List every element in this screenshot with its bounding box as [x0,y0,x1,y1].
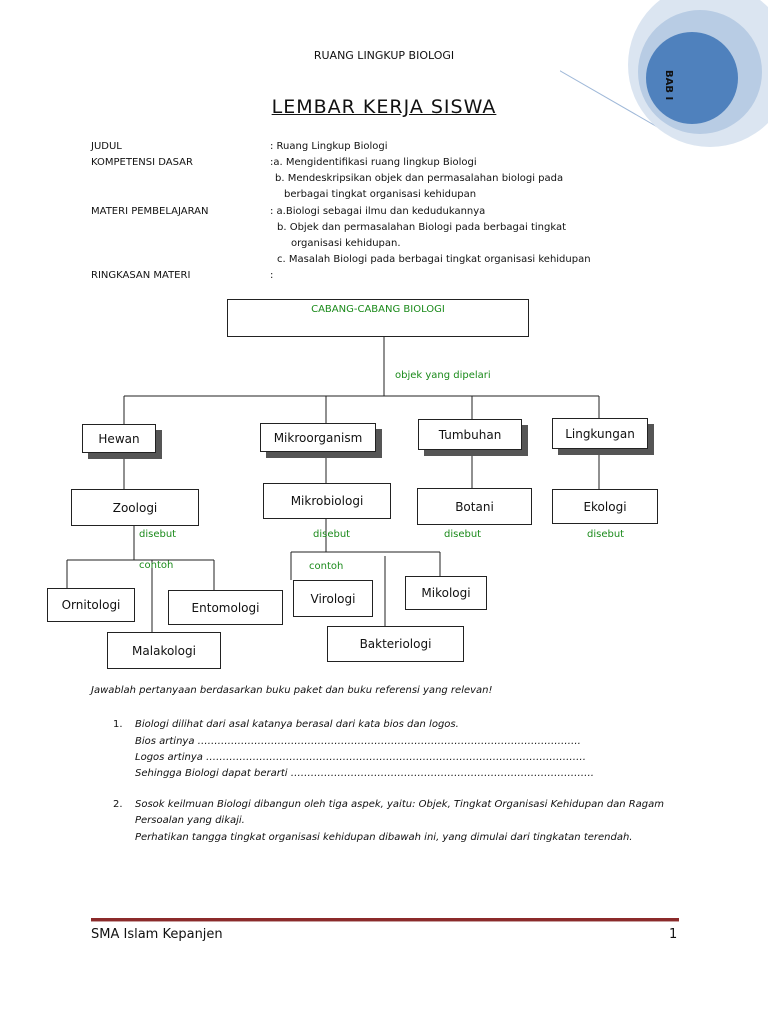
diagram-connectors [66,337,600,632]
questions-instruction: Jawablah pertanyaan berdasarkan buku pak… [91,685,493,696]
example-label-bakteriologi: Bakteriologi [359,637,432,651]
science-box-botani: Botani [417,488,532,525]
example-box-bakteriologi: Bakteriologi [327,626,464,662]
footer-page-number: 1 [669,927,678,942]
question-1-number: 1. [113,719,123,730]
disebut-label-ekologi: disebut [587,529,625,540]
question-2-text-1: Sosok keilmuan Biologi dibangun oleh tig… [135,799,665,810]
object-box-mikroorganism: Mikroorganism [260,423,376,452]
science-label-zoologi: Zoologi [112,500,158,515]
running-title: RUANG LINGKUP BIOLOGI [313,49,455,62]
science-label-mikrobiologi: Mikrobiologi [290,494,364,508]
object-label-mikroorganism: Mikroorganism [273,430,363,445]
science-box-zoologi: Zoologi [71,489,199,526]
meta-value-kompetensi-a: :a. Mengidentifikasi ruang lingkup Biolo… [270,157,477,168]
example-box-virologi: Virologi [293,580,373,617]
meta-label-materi: MATERI PEMBELAJARAN [91,206,209,217]
object-label-hewan: Hewan [98,431,140,446]
question-1-sehingga: Sehingga Biologi dapat berarti ………………………… [135,768,594,779]
example-label-malakologi: Malakologi [132,643,196,658]
example-box-mikologi: Mikologi [405,576,487,610]
example-label-virologi: Virologi [310,591,356,606]
question-2-text-3: Perhatikan tangga tingkat organisasi keh… [135,832,633,843]
example-box-entomologi: Entomologi [168,590,283,625]
science-box-mikrobiologi: Mikrobiologi [263,483,391,519]
object-label-lingkungan: Lingkungan [565,426,635,441]
example-box-malakologi: Malakologi [107,632,221,669]
meta-label-judul: JUDUL [91,141,122,152]
chapter-tab-decoration [560,0,768,147]
meta-value-materi-b2: organisasi kehidupan. [291,238,401,249]
meta-value-kompetensi-b: b. Mendeskripsikan objek dan permasalaha… [275,173,564,184]
science-label-botani: Botani [455,499,494,514]
diagram-root-link-label: objek yang dipelari [395,370,491,381]
example-label-mikologi: Mikologi [421,586,471,600]
object-box-lingkungan: Lingkungan [552,418,648,449]
meta-label-ringkasan: RINGKASAN MATERI [91,270,191,281]
object-box-tumbuhan: Tumbuhan [418,419,522,450]
meta-value-materi-c: c. Masalah Biologi pada berbagai tingkat… [277,254,591,265]
object-box-hewan: Hewan [82,424,156,453]
example-label-entomologi: Entomologi [191,600,260,615]
question-2-text-2: Persoalan yang dikaji. [135,815,245,826]
contoh-label-zoologi: contoh [139,560,174,571]
question-1-logos: Logos artinya ……………………………………………………………………… [135,752,587,763]
question-2-number: 2. [113,799,123,810]
science-label-ekologi: Ekologi [583,499,627,514]
disebut-label-zoologi: disebut [139,529,177,540]
contoh-label-mikrobiologi: contoh [309,561,344,572]
diagram-root-label: CABANG-CABANG BIOLOGI [311,304,445,315]
main-title: LEMBAR KERJA SISWA [271,96,497,118]
footer-school: SMA Islam Kepanjen [91,927,223,942]
meta-value-materi-a: : a.Biologi sebagai ilmu dan kedudukanny… [270,206,486,217]
example-label-ornitologi: Ornitologi [61,598,121,612]
question-1-text: Biologi dilihat dari asal katanya berasa… [135,719,459,730]
disebut-label-mikrobiologi: disebut [313,529,351,540]
meta-value-judul: : Ruang Lingkup Biologi [270,141,388,152]
meta-value-ringkasan: : [270,270,274,281]
meta-value-materi-b: b. Objek dan permasalahan Biologi pada b… [277,222,567,233]
science-box-ekologi: Ekologi [552,489,658,524]
footer-rule [91,918,679,922]
disebut-label-botani: disebut [444,529,482,540]
meta-label-kompetensi: KOMPETENSI DASAR [91,157,193,168]
example-box-ornitologi: Ornitologi [47,588,135,622]
diagram-root-box: CABANG-CABANG BIOLOGI [227,299,529,337]
object-label-tumbuhan: Tumbuhan [438,427,502,442]
question-1-bios: Bios artinya ………………………………………………………………………… [135,736,581,747]
meta-value-kompetensi-b2: berbagai tingkat organisasi kehidupan [284,189,477,200]
